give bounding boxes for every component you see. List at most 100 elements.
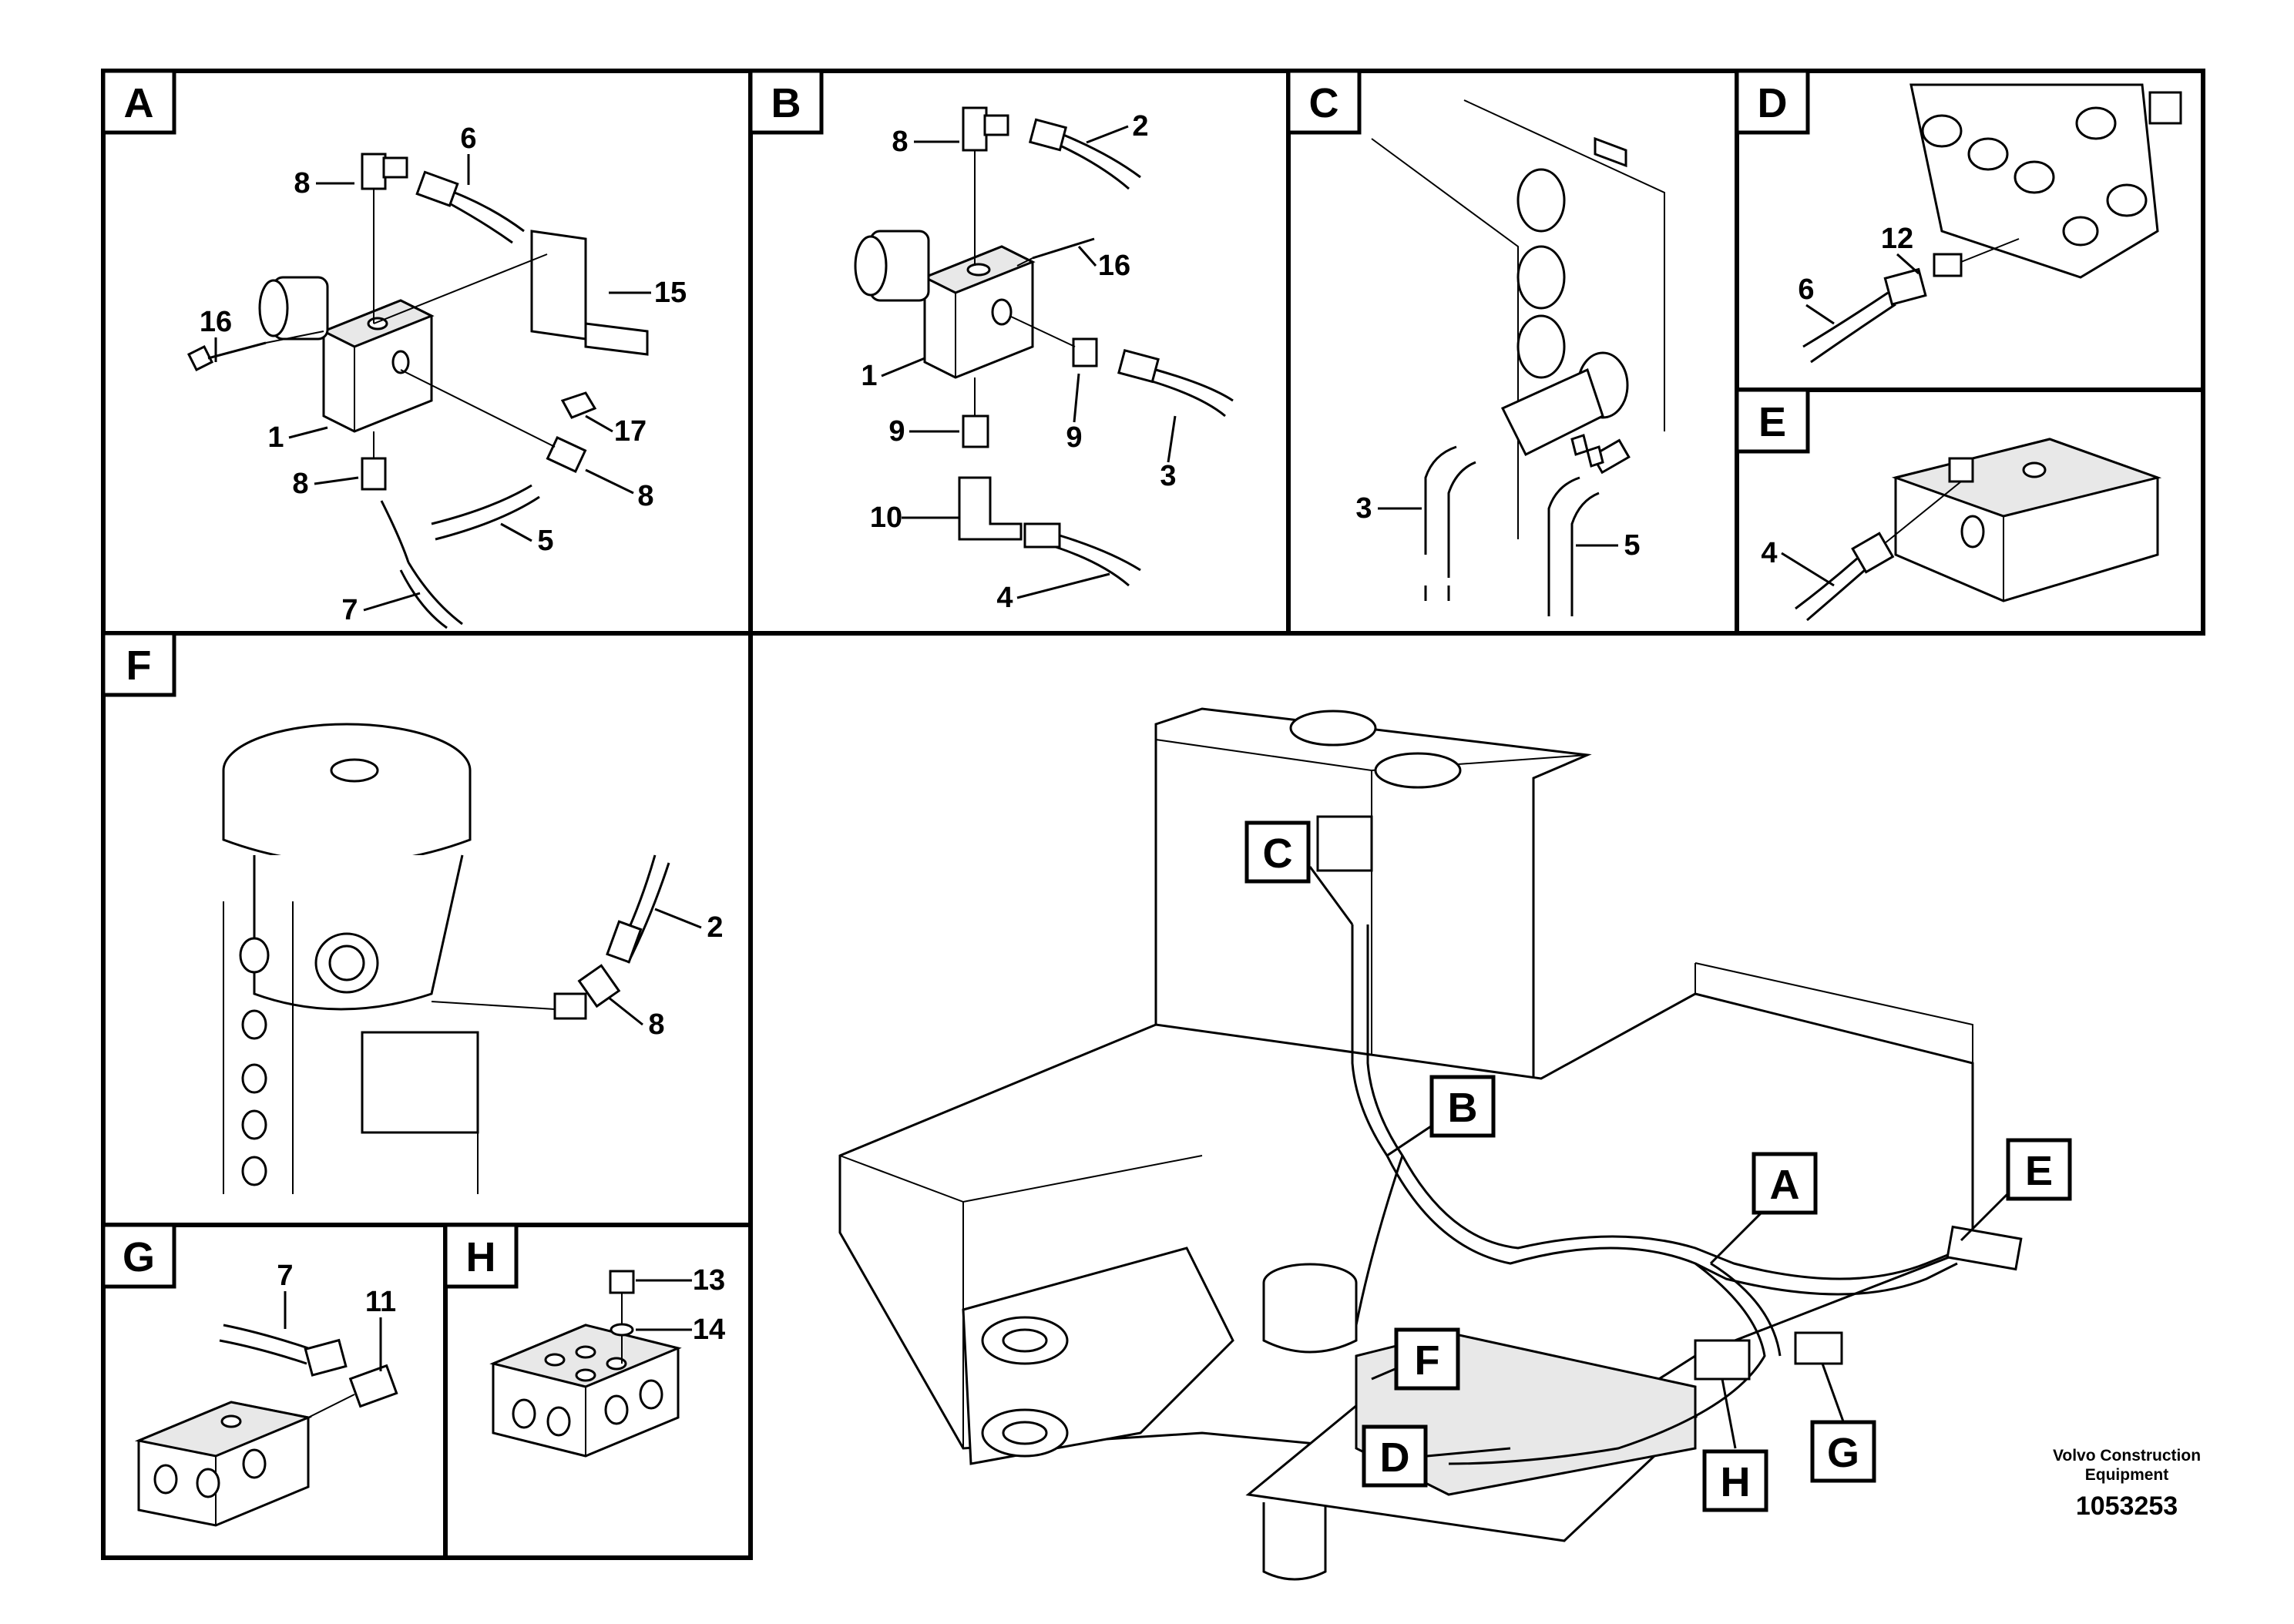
main-label-box xyxy=(1362,1424,1428,1488)
main-label-text: A xyxy=(1770,1162,1800,1208)
main-label-c: C xyxy=(1244,820,1311,884)
callout-a-8: 8 xyxy=(292,468,308,500)
tee-fitting xyxy=(1500,367,1604,457)
panel-label-e: E xyxy=(1735,388,1810,454)
callout-a-7: 7 xyxy=(341,594,358,626)
elbow-fitting-top xyxy=(361,153,387,190)
panel-label-text: E xyxy=(1758,399,1786,445)
panel-frames xyxy=(101,69,2205,1560)
panel-f-artwork xyxy=(222,723,670,1194)
bracket xyxy=(530,230,587,341)
main-label-text: H xyxy=(1721,1459,1751,1505)
callout-e-4: 4 xyxy=(1761,537,1777,569)
callout-d-12: 12 xyxy=(1881,223,1913,255)
panel-b-artwork xyxy=(854,106,1234,587)
top-row-frame xyxy=(101,69,2205,636)
panel-label-h: H xyxy=(443,1223,519,1289)
main-label-box xyxy=(1394,1327,1460,1391)
o-ring-14 xyxy=(610,1323,634,1337)
callout-b-9: 9 xyxy=(888,415,905,448)
panel-c-artwork xyxy=(1371,99,1665,616)
panel-label-c: C xyxy=(1286,69,1362,135)
callout-a-8: 8 xyxy=(294,167,310,200)
panel-d-artwork xyxy=(1802,83,2182,364)
panel-label-text: G xyxy=(123,1234,155,1280)
main-label-e: E xyxy=(2006,1138,2072,1201)
panel-label-text: D xyxy=(1758,80,1788,126)
callout-f-2: 2 xyxy=(707,911,723,944)
callout-g-11: 11 xyxy=(365,1286,396,1318)
main-label-box xyxy=(1429,1075,1496,1138)
leader-lines xyxy=(214,125,2013,1458)
panel-label-box xyxy=(443,1223,519,1289)
callout-b-16: 16 xyxy=(1098,250,1130,282)
callout-a-6: 6 xyxy=(460,122,476,155)
main-label-a: A xyxy=(1752,1152,1818,1215)
main-label-g: G xyxy=(1810,1420,1876,1483)
callout-b-8: 8 xyxy=(892,126,908,158)
callout-f-8: 8 xyxy=(648,1008,664,1041)
panel-label-g: G xyxy=(101,1223,176,1289)
panel-label-text: H xyxy=(466,1234,496,1280)
main-label-text: B xyxy=(1448,1085,1478,1131)
callout-b-10: 10 xyxy=(870,502,902,534)
callout-h-14: 14 xyxy=(693,1314,725,1346)
panel-label-box xyxy=(748,69,824,135)
main-label-text: D xyxy=(1380,1434,1410,1481)
main-label-text: G xyxy=(1827,1430,1859,1476)
left-column-frame xyxy=(101,631,753,1560)
main-label-box xyxy=(1244,820,1311,884)
main-label-b: B xyxy=(1429,1075,1496,1138)
main-label-d: D xyxy=(1362,1424,1428,1488)
panel-label-a: A xyxy=(101,69,176,135)
footer-stamp: Volvo Construction Equipment 1053253 xyxy=(2053,1447,2201,1521)
main-label-text: E xyxy=(2025,1148,2053,1194)
panel-label-box xyxy=(1735,69,1810,135)
callout-b-1: 1 xyxy=(861,360,877,392)
callout-a-5: 5 xyxy=(537,525,553,557)
callout-c-5: 5 xyxy=(1624,529,1640,562)
panel-label-text: B xyxy=(771,80,801,126)
panel-label-b: B xyxy=(748,69,824,135)
main-label-box xyxy=(1702,1449,1768,1512)
main-label-box xyxy=(1810,1420,1876,1483)
callout-a-16: 16 xyxy=(200,306,232,338)
panel-label-text: A xyxy=(124,80,154,126)
main-view-labels: C B A E F D H G xyxy=(1244,820,2072,1512)
panel-label-text: F xyxy=(126,643,152,689)
callout-a-15: 15 xyxy=(654,277,687,309)
main-label-box xyxy=(2006,1138,2072,1201)
panel-labels: A B C D E F G H xyxy=(101,69,1810,1289)
panel-label-f: F xyxy=(101,631,176,697)
panel-label-box xyxy=(1735,388,1810,454)
panel-h-artwork xyxy=(489,1270,682,1458)
main-label-h: H xyxy=(1702,1449,1768,1512)
panel-g-artwork xyxy=(134,1324,398,1527)
swivel-body xyxy=(253,854,464,1011)
panel-label-box xyxy=(101,631,176,697)
panel-label-box xyxy=(101,1223,176,1289)
callout-b-3: 3 xyxy=(1160,460,1176,492)
machine-overview-artwork xyxy=(838,707,2023,1581)
callout-h-13: 13 xyxy=(693,1264,725,1297)
callout-a-17: 17 xyxy=(614,415,647,448)
panel-label-box xyxy=(1286,69,1362,135)
callout-b-4: 4 xyxy=(996,582,1013,614)
footer-drawing-number: 1053253 xyxy=(2076,1491,2178,1521)
footer-brand-line2: Equipment xyxy=(2085,1466,2169,1484)
panel-label-d: D xyxy=(1735,69,1810,135)
main-label-text: C xyxy=(1263,830,1293,877)
callout-g-7: 7 xyxy=(277,1260,293,1292)
main-label-text: F xyxy=(1415,1337,1440,1384)
bolt xyxy=(186,344,214,372)
plug xyxy=(560,391,597,419)
callout-c-3: 3 xyxy=(1355,492,1372,525)
main-label-box xyxy=(1752,1152,1818,1215)
callout-a-1: 1 xyxy=(267,421,284,454)
plug-13 xyxy=(609,1270,635,1294)
callout-d-6: 6 xyxy=(1798,273,1814,306)
callout-b-2: 2 xyxy=(1132,110,1148,143)
callout-b-9: 9 xyxy=(1066,421,1082,454)
